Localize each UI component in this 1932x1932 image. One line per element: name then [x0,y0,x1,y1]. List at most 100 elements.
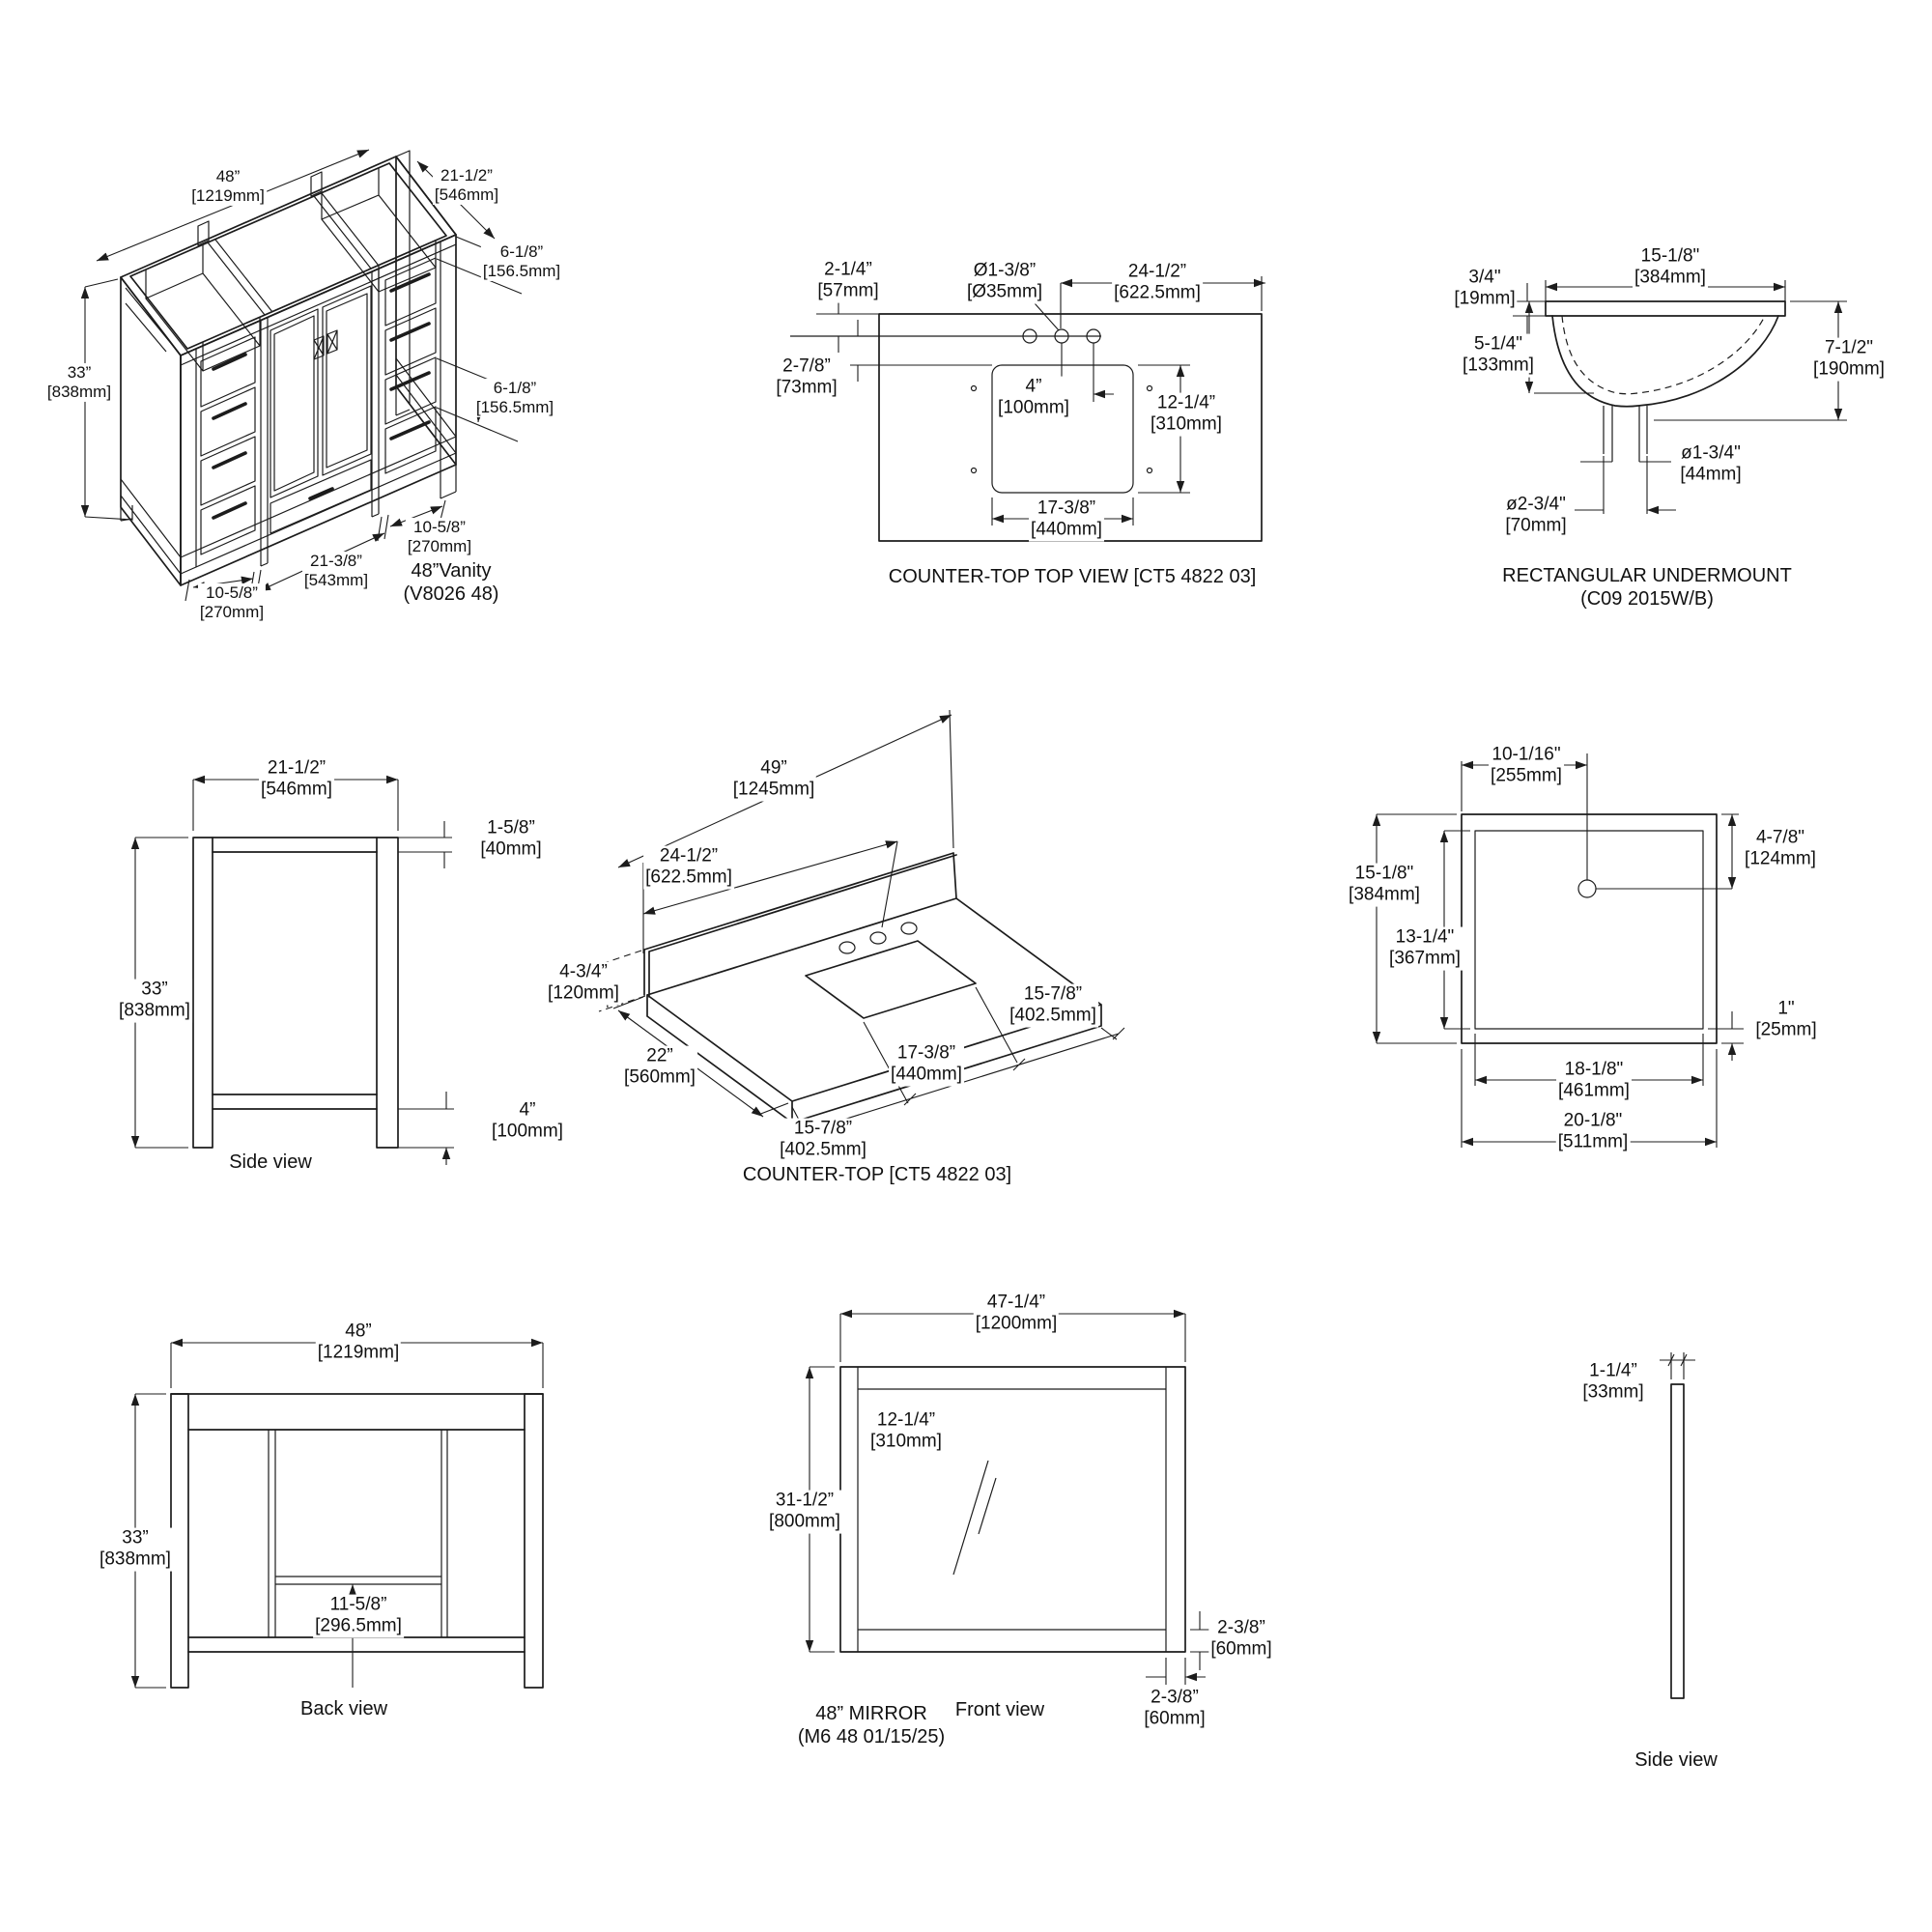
back-width-dim: 48”[1219mm] [315,1321,402,1365]
side-top-rail-dim: 1-5/8”[40mm] [478,817,544,862]
mm-value: [120mm] [548,983,619,1004]
cttop-caption: COUNTER-TOP TOP VIEW [CT5 4822 03] [888,566,1257,587]
in-value: 31-1/2” [775,1490,835,1511]
mm-value: [57mm] [817,281,879,301]
undermount-width-dim: 15-1/8"[384mm] [1633,245,1708,290]
in-value: 21-1/2” [440,165,493,185]
mm-value: [543mm] [303,571,369,589]
persp-splash-height-dim: 4-3/4”[120mm] [546,961,621,1006]
in-value: 4-7/8" [1755,827,1805,848]
mirror-width-dim: 47-1/4”[1200mm] [973,1292,1060,1336]
in-value: 24-1/2” [659,845,719,867]
persp-caption: COUNTER-TOP [CT5 4822 03] [742,1164,1012,1185]
mm-value: [100mm] [998,398,1069,418]
mm-value: [511mm] [1557,1132,1629,1152]
in-value: ø2-3/4" [1506,494,1566,515]
mm-value: [384mm] [1349,885,1420,905]
in-value: 2-7/8” [782,355,831,377]
sinktop-lip-dim: 1"[25mm] [1753,998,1819,1042]
mm-value: [800mm] [769,1512,840,1532]
mm-value: [25mm] [1755,1020,1817,1040]
sinktop-drain-y-dim: 4-7/8"[124mm] [1743,827,1818,871]
mm-value: [546mm] [261,780,332,800]
sinktop-inner-depth-dim: 13-1/4"[367mm] [1387,926,1463,971]
cttop-hole-dia-dim: Ø1-3/8”[Ø35mm] [964,260,1045,304]
iso-depth-dim: 21-1/2”[546mm] [432,165,501,206]
mm-value: [1200mm] [975,1314,1058,1334]
cttop-edge-dim: 2-1/4”[57mm] [815,259,881,303]
mm-value: [310mm] [870,1432,942,1452]
mm-value: [156.5mm] [482,262,561,280]
side-toe-dim: 4”[100mm] [490,1099,565,1144]
in-value: 12-1/4” [1156,392,1216,413]
iso-height-dim: 33”[838mm] [44,362,114,403]
mm-value: [384mm] [1634,268,1706,288]
in-value: 10-5/8” [206,582,258,602]
sinktop-outer-depth-dim: 15-1/8"[384mm] [1347,863,1422,907]
mm-value: [1245mm] [732,780,815,800]
mirror-front-view-drawing [805,1309,1209,1685]
mm-value: [70mm] [1505,516,1567,536]
in-value: 33” [67,362,92,382]
in-value: 11-5/8” [329,1594,387,1615]
mm-value: [296.5mm] [315,1616,402,1636]
mm-value: [622.5mm] [1114,283,1201,303]
in-value: 2-3/8” [1151,1687,1199,1708]
persp-cutout-dim: 17-3/8”[440mm] [889,1042,964,1087]
in-value: 33” [122,1527,149,1548]
mm-value: [440mm] [1031,520,1102,540]
vanity-iso-drawing [80,149,542,602]
in-value: 1" [1777,998,1795,1019]
mm-value: [124mm] [1745,849,1816,869]
mm-value: [402.5mm] [1009,1006,1096,1026]
in-value: 5-1/4" [1473,333,1523,355]
in-value: 15-1/8" [1640,245,1700,267]
mirror-rail-dim: 2-3/8”[60mm] [1208,1617,1274,1662]
sinktop-drain-x-dim: 10-1/16"[255mm] [1489,744,1564,788]
in-value: 21-3/8” [310,551,362,570]
in-value: 22” [646,1045,673,1066]
mm-value: [838mm] [46,383,112,401]
mm-value: [838mm] [99,1549,171,1570]
in-value: 15-1/8" [1354,863,1414,884]
in-value: 17-3/8” [896,1042,956,1064]
in-value: 33” [141,979,168,1000]
in-value: 12-1/4” [876,1409,936,1431]
undermount-caption: RECTANGULAR UNDERMOUNT(C09 2015W/B) [1502,564,1792,611]
mirror-side-caption: Side view [1634,1749,1718,1771]
sinktop-outer-width-dim: 20-1/8"[511mm] [1555,1110,1631,1154]
in-value: Ø1-3/8” [973,260,1037,281]
iso-top-drawer-dim: 6-1/8”[156.5mm] [480,242,563,282]
in-value: 48” [345,1321,372,1342]
mirror-inset-dim: 12-1/4”[310mm] [868,1409,944,1454]
mm-value: [156.5mm] [475,398,554,416]
in-value: 20-1/8" [1563,1110,1623,1131]
mm-value: [367mm] [1389,949,1461,969]
side-depth-dim: 21-1/2”[546mm] [259,757,334,802]
iso-mid-drawer-dim: 6-1/8”[156.5mm] [473,378,556,418]
mm-value: [73mm] [776,378,838,398]
in-value: 24-1/2” [1127,261,1187,282]
cttop-cutout-width-dim: 17-3/8”[440mm] [1029,497,1104,542]
undermount-sink-drawing [1507,280,1847,514]
mm-value: [440mm] [891,1065,962,1085]
mm-value: [560mm] [624,1067,696,1088]
caption-line1: RECTANGULAR UNDERMOUNT [1502,565,1792,586]
cttop-hole-span-dim: 24-1/2”[622.5mm] [1112,261,1203,305]
undermount-bowl-depth-dim: 5-1/4"[133mm] [1461,333,1536,378]
mirror-caption: 48” MIRROR(M6 48 01/15/25) [798,1702,945,1748]
back-caption: Back view [299,1698,388,1719]
mm-value: [270mm] [407,537,472,555]
caption-line1: 48” MIRROR [815,1703,927,1724]
in-value: 2-1/4” [824,259,872,280]
in-value: ø1-3/4" [1681,442,1741,464]
undermount-drain-dim: ø1-3/4"[44mm] [1678,442,1744,487]
in-value: 21-1/2” [267,757,327,779]
sinktop-inner-width-dim: 18-1/8"[461mm] [1556,1059,1632,1103]
in-value: 3/4" [1468,267,1501,288]
mm-value: [100mm] [492,1122,563,1142]
undermount-rim-dim: 3/4"[19mm] [1452,267,1518,311]
in-value: 15-7/8” [793,1118,853,1139]
mm-value: [622.5mm] [645,867,732,888]
back-height-dim: 33”[838mm] [98,1527,173,1572]
